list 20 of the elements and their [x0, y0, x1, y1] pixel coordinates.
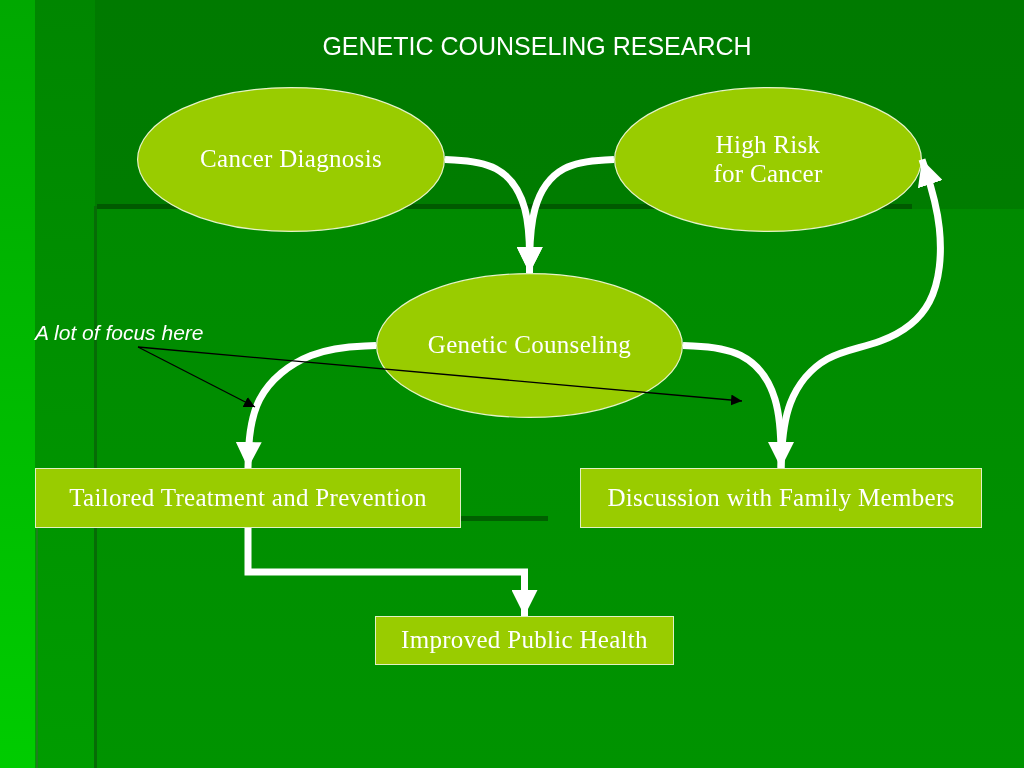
process-ellipse — [614, 87, 922, 232]
leader-line — [137, 346, 256, 408]
leader-line — [137, 346, 743, 406]
process-box — [35, 468, 461, 528]
node-label: High Risk for Cancer — [712, 130, 824, 189]
node-label: Genetic Counseling — [427, 331, 632, 360]
process-ellipse — [376, 273, 683, 418]
process-box — [580, 468, 982, 528]
node-label: Tailored Treatment and Prevention — [69, 483, 427, 513]
annotation-text: A lot of focus here — [35, 320, 204, 346]
diagram-title: GENETIC COUNSELING RESEARCH — [322, 31, 752, 61]
node-label: Discussion with Family Members — [607, 483, 955, 513]
flow-arrow — [235, 342, 377, 469]
flow-arrow — [516, 156, 615, 274]
flow-arrow — [777, 158, 944, 469]
process-ellipse — [137, 87, 445, 232]
flow-arrow — [244, 528, 538, 616]
process-box — [375, 616, 674, 665]
node-label: Improved Public Health — [401, 626, 648, 655]
node-label: Cancer Diagnosis — [200, 145, 382, 174]
